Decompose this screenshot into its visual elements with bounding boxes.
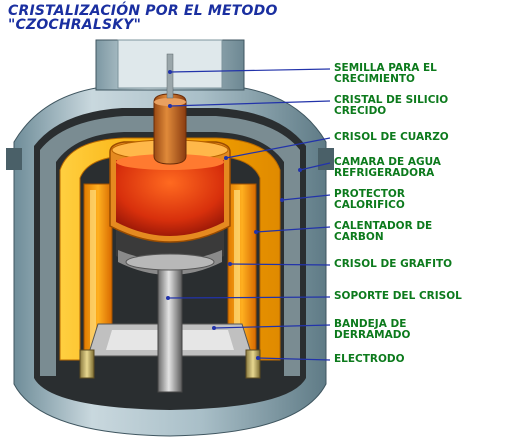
label-crisol-cuarzo-line-1: CRISOL DE CUARZO	[334, 131, 449, 143]
title-line-2: "CZOCHRALSKY"	[8, 17, 142, 33]
label-electrodo-line-1: ELECTRODO	[334, 353, 405, 365]
leader-line-camara	[299, 162, 331, 171]
label-camara-line-1: CAMARA DE AGUA	[334, 156, 442, 168]
leader-dot-protector	[280, 198, 284, 202]
silicon-crystal	[153, 93, 187, 165]
crucible-support	[125, 253, 215, 393]
leader-line-semilla	[169, 68, 331, 73]
leader-line-crisol-grafito	[229, 263, 331, 266]
leader-dot-crisol-grafito	[228, 262, 232, 266]
label-camara-line-2: REFRIGERADORA	[334, 167, 435, 179]
label-semilla-line-2: CRECIMIENTO	[334, 73, 415, 85]
leader-line-soporte	[167, 296, 331, 299]
leader-line-cristal	[169, 100, 331, 107]
diagram-title: CRISTALIZACIÓN POR EL METODO "CZOCHRALSK…	[8, 4, 278, 32]
leader-line-protector	[281, 194, 331, 201]
leader-dot-cristal	[168, 104, 172, 108]
leader-line-calentador	[255, 226, 331, 233]
leader-line-bandeja	[213, 324, 331, 329]
cooling-chamber	[40, 116, 300, 376]
silicon-melt	[116, 154, 224, 236]
label-bandeja-line-2: DERRAMADO	[334, 329, 410, 341]
label-cristal-line-2: CRECIDO	[334, 105, 386, 117]
label-semilla-line-1: SEMILLA PARA EL	[334, 62, 437, 74]
label-calentador-line-1: CALENTADOR DE	[334, 220, 432, 232]
label-crisol-grafito-line-1: CRISOL DE GRAFITO	[334, 258, 452, 270]
leader-dot-camara	[298, 168, 302, 172]
leader-dot-bandeja	[212, 326, 216, 330]
label-cristal-line-1: CRISTAL DE SILICIO	[334, 94, 448, 106]
label-soporte-line-1: SOPORTE DEL CRISOL	[334, 290, 462, 302]
leader-dot-crisol-cuarzo	[224, 156, 228, 160]
leader-dot-calentador	[254, 230, 258, 234]
label-protector-line-2: CALORIFICO	[334, 199, 405, 211]
seed-rod	[166, 53, 174, 99]
title-line-1: CRISTALIZACIÓN POR EL METODO	[8, 3, 278, 19]
leader-dot-electrodo	[256, 356, 260, 360]
leader-line-crisol-cuarzo	[225, 137, 331, 159]
leader-lines	[166, 68, 331, 361]
label-calentador-line-2: CARBON	[334, 231, 384, 243]
leader-dot-soporte	[166, 296, 170, 300]
label-bandeja-line-1: BANDEJA DE	[334, 318, 406, 330]
leader-line-electrodo	[257, 357, 331, 361]
leader-dot-semilla	[168, 70, 172, 74]
label-protector-line-1: PROTECTOR	[334, 188, 405, 200]
